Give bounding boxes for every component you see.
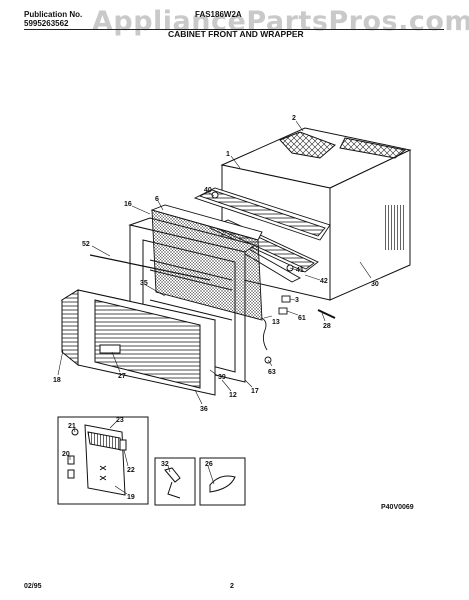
callout-12: 12	[229, 392, 237, 399]
front-grille-panel	[60, 289, 216, 396]
callout-17: 17	[251, 388, 259, 395]
callout-13: 13	[272, 319, 280, 326]
callout-32: 32	[161, 461, 169, 468]
callout-63: 63	[268, 369, 276, 376]
callout-26: 26	[205, 461, 213, 468]
callout-42: 42	[320, 278, 328, 285]
page-number: 2	[230, 583, 234, 590]
callout-3: 3	[295, 297, 299, 304]
callout-labels: 2 1 40 16 6 52 41 42 30 35 3 61 13 28 18…	[53, 115, 379, 501]
callout-27: 27	[118, 373, 126, 380]
callout-18: 18	[53, 377, 61, 384]
callout-35: 35	[140, 280, 148, 287]
callout-23: 23	[116, 417, 124, 424]
callout-21: 21	[68, 423, 76, 430]
section-title: CABINET FRONT AND WRAPPER	[168, 29, 304, 39]
callout-19: 19	[127, 494, 135, 501]
callout-20: 20	[62, 451, 70, 458]
callout-28: 28	[323, 323, 331, 330]
air-filter	[150, 204, 263, 321]
figure-code: P40V0069	[381, 504, 414, 511]
callout-39: 39	[218, 374, 226, 381]
header-rule	[24, 29, 444, 30]
callout-22: 22	[127, 467, 135, 474]
callout-1: 1	[226, 151, 230, 158]
model-number: FAS186W2A	[195, 10, 242, 19]
callout-61: 61	[298, 315, 306, 322]
callout-40: 40	[204, 187, 212, 194]
callout-2: 2	[292, 115, 296, 122]
watermark: AppliancePartsPros.com	[92, 6, 469, 37]
callout-41: 41	[296, 267, 304, 274]
callout-30: 30	[371, 281, 379, 288]
publication-date: 02/95	[24, 583, 42, 590]
leader-lines	[57, 120, 372, 495]
callout-6: 6	[155, 196, 159, 203]
callout-52: 52	[82, 241, 90, 248]
inset-boxes	[57, 416, 246, 506]
publication-label: Publication No.	[24, 10, 83, 19]
callout-36: 36	[200, 406, 208, 413]
publication-number: 5995263562	[24, 19, 69, 28]
callout-16: 16	[124, 201, 132, 208]
